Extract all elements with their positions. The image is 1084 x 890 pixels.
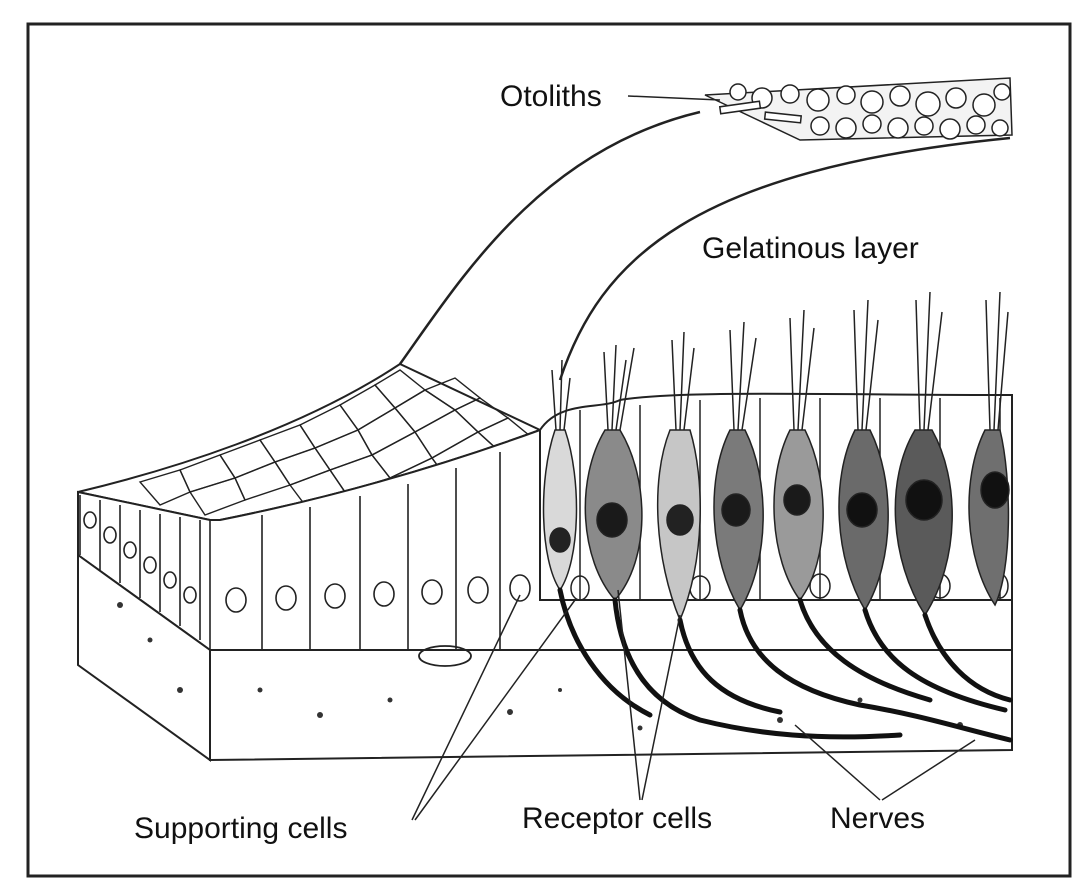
nerves-label: Nerves	[830, 802, 925, 835]
supporting-cells-label: Supporting cells	[134, 812, 347, 845]
otoliths-label: Otoliths	[500, 80, 602, 113]
gelatinous-layer-label: Gelatinous layer	[702, 232, 919, 265]
receptor-cells-label: Receptor cells	[522, 802, 712, 835]
